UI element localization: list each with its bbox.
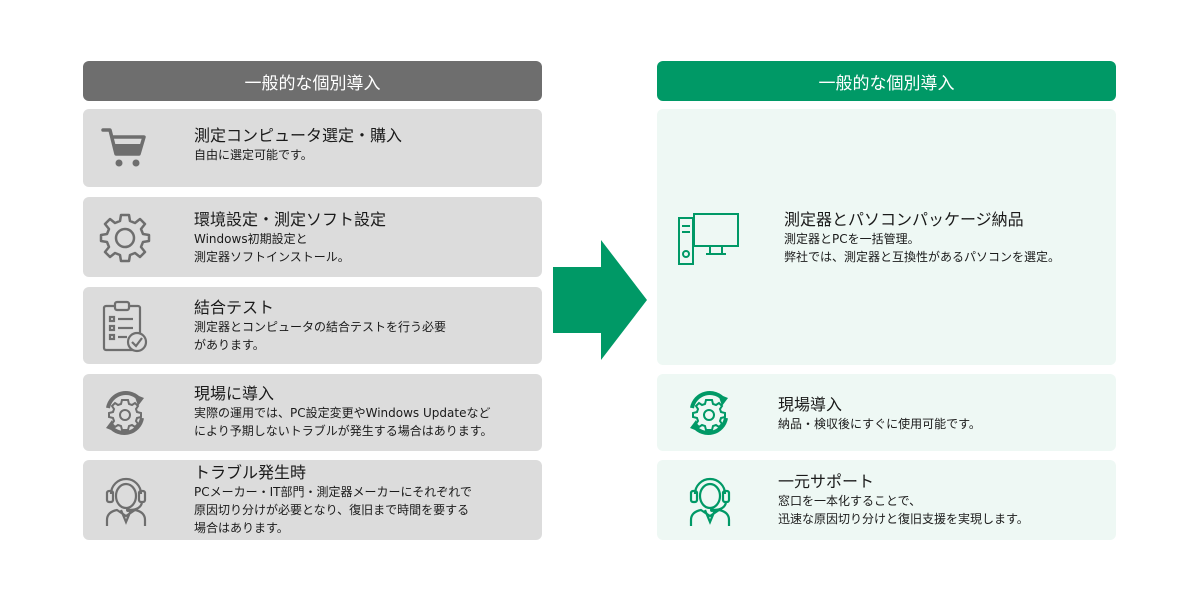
card-description: 窓口を一本化することで、 迅速な原因切り分けと復旧支援を実現します。 (778, 494, 1029, 526)
left-card-trouble: トラブル発生時 PCメーカー・IT部門・測定器メーカーにそれぞれで 原因切り分け… (83, 460, 542, 540)
support-operator-icon (99, 469, 153, 529)
right-card-deploy: 現場導入 納品・検収後にすぐに使用可能です。 (657, 374, 1116, 451)
right-card-support: 一元サポート 窓口を一本化することで、 迅速な原因切り分けと復旧支援を実現します… (657, 460, 1116, 540)
card-title: 環境設定・測定ソフト設定 (194, 210, 387, 229)
support-operator-icon (683, 469, 737, 529)
card-title: トラブル発生時 (194, 463, 307, 482)
card-description: 実際の運用では、PC設定変更やWindows Updateなど により予期しない… (194, 406, 493, 438)
card-description: 測定器とPCを一括管理。 弊社では、測定器と互換性があるパソコンを選定。 (784, 232, 1061, 264)
desktop-pc-icon (675, 209, 741, 267)
left-column-header: 一般的な個別導入 (83, 61, 542, 101)
clipboard-check-icon (97, 297, 153, 355)
card-description: Windows初期設定と 測定器ソフトインストール。 (194, 232, 350, 264)
left-card-deploy: 現場に導入 実際の運用では、PC設定変更やWindows Updateなど によ… (83, 374, 542, 451)
card-description: PCメーカー・IT部門・測定器メーカーにそれぞれで 原因切り分けが必要となり、復… (194, 485, 472, 535)
shopping-cart-icon (97, 123, 151, 173)
left-card-test: 結合テスト 測定器とコンピュータの結合テストを行う必要 があります。 (83, 287, 542, 364)
card-title: 結合テスト (194, 298, 275, 317)
gear-refresh-icon (681, 384, 737, 442)
card-title: 測定器とパソコンパッケージ納品 (784, 210, 1024, 229)
card-title: 現場に導入 (194, 384, 275, 403)
left-card-setup: 環境設定・測定ソフト設定 Windows初期設定と 測定器ソフトインストール。 (83, 197, 542, 277)
right-card-package: 測定器とパソコンパッケージ納品 測定器とPCを一括管理。 弊社では、測定器と互換… (657, 109, 1116, 365)
card-title: 一元サポート (778, 472, 875, 491)
card-description: 納品・検収後にすぐに使用可能です。 (778, 417, 981, 431)
right-arrow-icon (553, 240, 647, 360)
gear-refresh-icon (97, 384, 153, 442)
left-card-purchase: 測定コンピュータ選定・購入 自由に選定可能です。 (83, 109, 542, 187)
gear-icon (97, 209, 153, 265)
card-title: 現場導入 (778, 395, 843, 414)
card-title: 測定コンピュータ選定・購入 (194, 126, 403, 145)
right-column-header: 一般的な個別導入 (657, 61, 1116, 101)
card-description: 自由に選定可能です。 (194, 148, 313, 162)
card-description: 測定器とコンピュータの結合テストを行う必要 があります。 (194, 320, 447, 352)
